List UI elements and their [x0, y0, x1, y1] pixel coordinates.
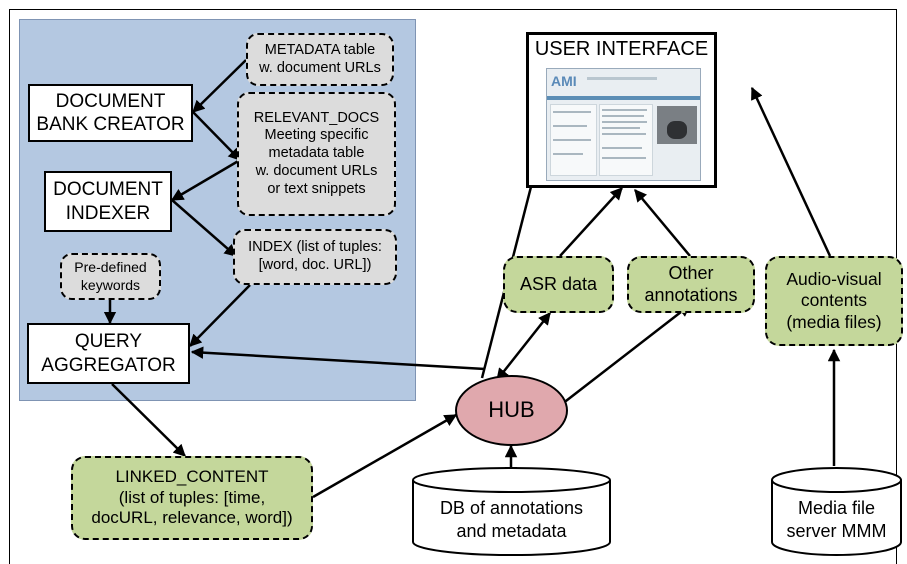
- edge-metadata-table-to-document-bank-creator: [192, 59, 247, 113]
- hub-node: HUB: [455, 375, 568, 446]
- user-interface-title: USER INTERFACE: [534, 38, 709, 60]
- edge-linked-content-to-hub: [312, 413, 458, 499]
- edge-hub-to-other-annotations: [552, 304, 691, 412]
- db-cylinder: [412, 467, 611, 557]
- index-node: INDEX (list of tuples: [word, doc. URL]): [233, 229, 397, 285]
- predefined-keywords-node: Pre-defined keywords: [60, 253, 161, 300]
- relevant-docs-node: RELEVANT_DOCS Meeting specific metadata …: [237, 92, 396, 216]
- audio-visual-contents-node: Audio-visual contents (media files): [765, 256, 903, 346]
- db-label: DB of annotations and metadata: [439, 498, 584, 541]
- edge-asr-data-to-user-interface: [559, 187, 623, 257]
- document-bank-creator-node: DOCUMENT BANK CREATOR: [28, 84, 193, 142]
- edge-query-aggregator-to-linked-content: [111, 383, 186, 457]
- edge-other-annotations-to-user-interface: [634, 189, 691, 257]
- media-server-label: Media file server MMM: [786, 498, 887, 541]
- edge-document-indexer-to-index: [171, 199, 237, 257]
- asr-data-node: ASR data: [503, 256, 614, 313]
- linked-content-node: LINKED_CONTENT (list of tuples: [time, d…: [71, 456, 313, 540]
- edge-relevant-docs-to-document-indexer: [170, 158, 241, 202]
- edge-hub-to-query-aggregator: [190, 346, 486, 371]
- edge-audio-visual-to-user-interface: [750, 86, 832, 257]
- other-annotations-node: Other annotations: [627, 256, 755, 313]
- media-server-cylinder: [771, 467, 902, 556]
- metadata-table-node: METADATA table w. document URLs: [246, 33, 394, 86]
- ami-logo-icon: AMI: [551, 73, 577, 89]
- query-aggregator-node: QUERY AGGREGATOR: [27, 323, 190, 384]
- ui-screenshot-thumbnail: AMI: [546, 68, 701, 181]
- edge-hub-to-asr-data: [496, 312, 551, 381]
- document-indexer-node: DOCUMENT INDEXER: [44, 171, 172, 232]
- edge-index-to-query-aggregator: [189, 284, 251, 347]
- edge-document-bank-creator-to-relevant-docs: [192, 111, 241, 161]
- user-interface-node: USER INTERFACE AMI: [526, 32, 717, 188]
